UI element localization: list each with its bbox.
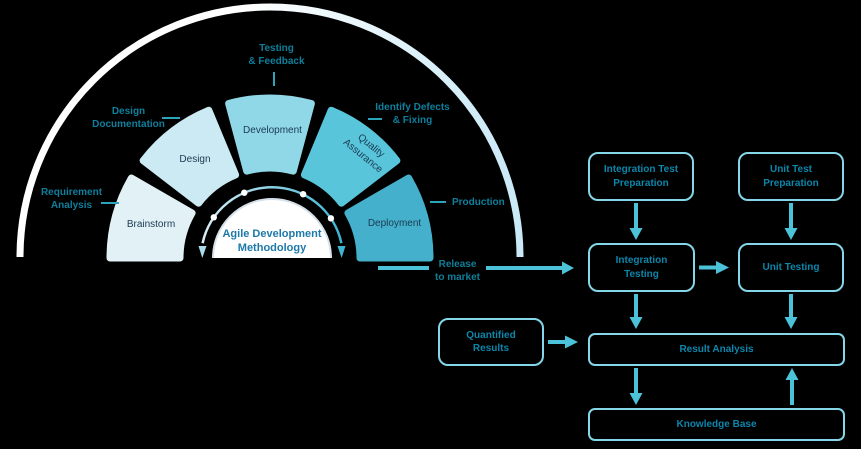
box-label-line: Preparation	[613, 177, 669, 189]
cycle-dot	[210, 214, 217, 221]
label-line: & Fixing	[392, 115, 433, 126]
arrow-head-icon	[629, 393, 643, 405]
arrow-head-icon	[785, 368, 799, 380]
box-integration-testing: Integration Testing	[588, 243, 695, 292]
label-line: Documentation	[92, 119, 165, 130]
box-label: Result Analysis	[679, 343, 754, 355]
arrow-head-icon	[716, 261, 729, 274]
label-design-documentation: Design Documentation	[81, 105, 176, 131]
label-line: Requirement	[40, 187, 103, 198]
label-release-to-market: Release to market	[410, 258, 505, 284]
segment-design	[139, 106, 240, 207]
label-identify-defects: Identify Defects & Fixing	[365, 101, 460, 127]
label-testing-feedback: Testing & Feedback	[229, 42, 324, 68]
arrow-head-icon	[784, 228, 798, 240]
label-line: to market	[434, 272, 480, 283]
segment-brainstorm	[106, 174, 196, 262]
box-label-line: Testing	[624, 268, 659, 280]
flowchart-arrows	[548, 203, 799, 405]
cycle-dot	[241, 189, 248, 196]
box-result-analysis: Result Analysis	[588, 333, 845, 366]
arrow-head-icon	[629, 317, 643, 329]
segment-deployment	[344, 174, 434, 262]
segment-quality-assurance	[300, 106, 401, 207]
center-title: Agile Development Methodology	[210, 227, 334, 256]
box-label: Knowledge Base	[676, 418, 757, 430]
label-line: Methodology	[237, 242, 307, 255]
box-label-line: Unit Test	[769, 164, 813, 175]
label-line: Analysis	[50, 200, 93, 211]
label-line: & Feedback	[248, 56, 305, 67]
segment-label-development: Development	[243, 125, 302, 136]
arrow-head-icon	[629, 228, 643, 240]
box-label: Unit Testing	[762, 261, 820, 273]
cycle-dot	[327, 215, 335, 222]
arrow-head-icon	[565, 335, 578, 349]
label-line: Testing	[259, 43, 294, 54]
box-label-line: Integration	[615, 255, 668, 266]
label-line: Design	[111, 106, 146, 117]
outer-semicircle-arc	[16, 3, 524, 258]
segment-development	[225, 94, 315, 175]
box-label-line: Results	[472, 343, 510, 354]
label-line: Agile Development	[222, 228, 322, 240]
box-unit-test-preparation: Unit Test Preparation	[738, 152, 844, 201]
label-requirement-analysis: Requirement Analysis	[24, 186, 119, 212]
cycle-arrow-left-icon	[198, 246, 207, 258]
box-quantified-results: Quantified Results	[438, 318, 544, 366]
box-label-line: Integration Test	[603, 164, 679, 175]
box-unit-testing: Unit Testing	[738, 243, 844, 292]
center-semicircle	[213, 199, 331, 258]
label-line: Release	[438, 259, 477, 270]
segment-label-design: Design	[179, 154, 211, 165]
cycle-arrow-right-icon	[337, 246, 346, 258]
segment-label-brainstorm: Brainstorm	[126, 219, 176, 230]
arrow-head-icon	[784, 317, 798, 329]
box-knowledge-base: Knowledge Base	[588, 408, 845, 441]
cycle-dot	[299, 191, 307, 198]
label-line: Identify Defects	[375, 102, 450, 113]
box-label-line: Preparation	[763, 177, 819, 189]
center-semicircle-edge	[212, 198, 332, 259]
segment-label-deployment: Deployment	[367, 218, 422, 229]
box-label-line: Quantified	[466, 329, 516, 341]
box-integration-test-preparation: Integration Test Preparation	[588, 152, 694, 201]
release-arrow-head-icon	[562, 261, 574, 275]
label-production: Production	[452, 197, 505, 208]
